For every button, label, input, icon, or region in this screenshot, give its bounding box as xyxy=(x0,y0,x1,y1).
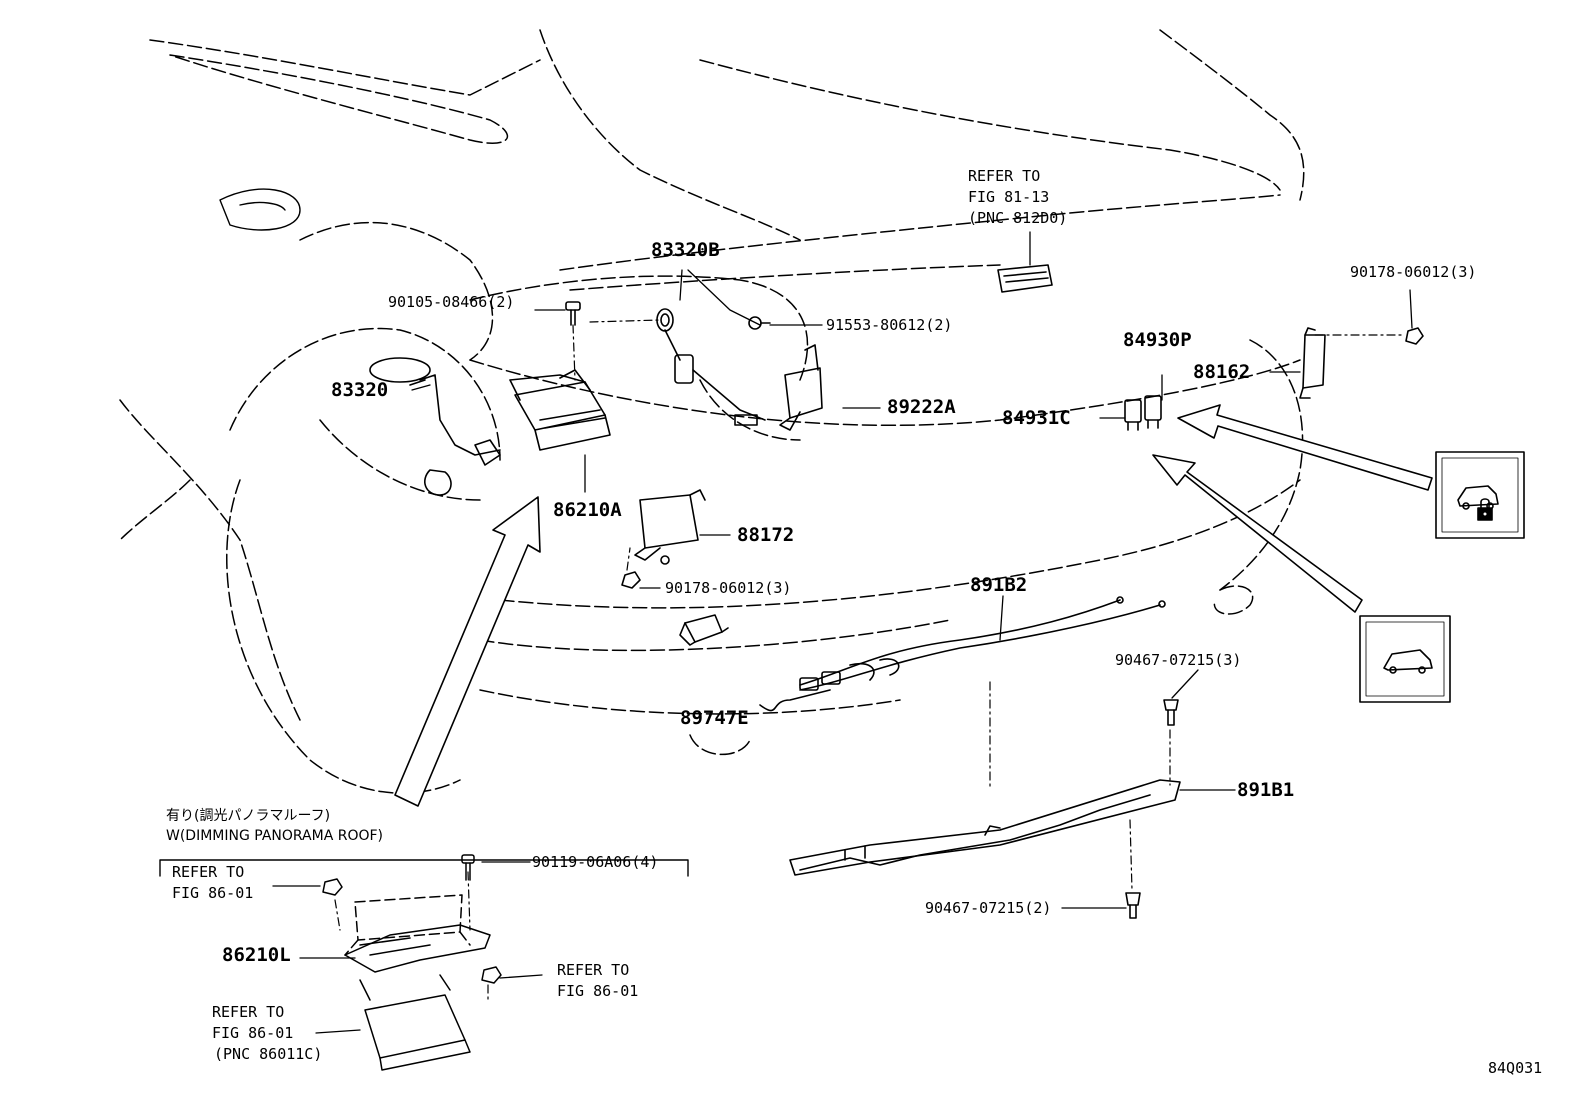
part-83320-shape xyxy=(369,357,501,496)
clip-90467-top-shape xyxy=(1163,699,1179,726)
inset-refer-c-line1: REFER TO xyxy=(212,1003,285,1021)
inset-note-japanese: 有り(調光パノラマルーフ) xyxy=(166,808,331,824)
label-83320: 83320 xyxy=(331,379,389,401)
rear-door-handle xyxy=(219,188,301,231)
view-arrows xyxy=(394,404,1433,807)
nut-90178-right-shape xyxy=(1405,327,1424,345)
part-84930P-84931C-shape xyxy=(1124,395,1162,431)
inset-refer-b-line1: REFER TO xyxy=(557,961,630,979)
label-86210L: 86210L xyxy=(222,944,291,966)
label-90105-08466: 90105-08466(2) xyxy=(388,293,515,311)
label-88162: 88162 xyxy=(1193,361,1251,383)
label-90467-07215-top: 90467-07215(3) xyxy=(1115,651,1242,669)
label-90178-06012-mid: 90178-06012(3) xyxy=(665,579,792,597)
vehicle-icon xyxy=(1359,615,1451,703)
bolt-90105-shape xyxy=(565,301,581,326)
nut-90178-mid-shape xyxy=(621,571,641,589)
label-86210A: 86210A xyxy=(553,499,622,521)
inset-bracket xyxy=(159,859,689,877)
part-88172-shape xyxy=(634,489,706,565)
installation-lines xyxy=(334,319,1406,1001)
label-88172: 88172 xyxy=(737,524,795,546)
refer-top-line2: FIG 81-13 xyxy=(968,188,1050,206)
label-89747E: 89747E xyxy=(680,707,749,729)
part-83320B-shape xyxy=(656,308,766,426)
part-89747E-shape xyxy=(679,614,831,712)
label-891B2: 891B2 xyxy=(970,574,1028,596)
vehicle-lock-icon xyxy=(1435,451,1525,539)
part-88162-shape xyxy=(1299,327,1326,399)
part-812D0-shape xyxy=(997,264,1053,293)
inset-refer-c-line2: FIG 86-01 xyxy=(212,1024,294,1042)
label-83320B: 83320B xyxy=(651,239,720,261)
part-891B1-shape xyxy=(789,779,1181,876)
inset-parts xyxy=(322,854,502,1071)
inset-note-english: W(DIMMING PANORAMA ROOF) xyxy=(166,828,384,844)
clip-90467-bottom-shape xyxy=(1125,892,1141,919)
inset-refer-b-line2: FIG 86-01 xyxy=(557,982,639,1000)
refer-top-line1: REFER TO xyxy=(968,167,1041,185)
label-84931C: 84931C xyxy=(1002,407,1071,429)
part-86210A-shape xyxy=(509,369,611,451)
vehicle-body-outline xyxy=(119,29,1305,794)
label-89222A: 89222A xyxy=(887,396,956,418)
refer-top-line3: (PNC 812D0) xyxy=(968,209,1068,227)
label-91553-80612: 91553-80612(2) xyxy=(826,316,953,334)
part-891B2-shape xyxy=(799,596,1166,691)
label-891B1: 891B1 xyxy=(1237,779,1295,801)
inset-refer-c-line3: (PNC 86011C) xyxy=(214,1045,323,1063)
label-84930P: 84930P xyxy=(1123,329,1192,351)
label-90178-06012-right: 90178-06012(3) xyxy=(1350,263,1477,281)
inset-refer-a-line2: FIG 86-01 xyxy=(172,884,254,902)
leader-lines xyxy=(272,231,1413,1034)
part-89222A-shape xyxy=(748,316,823,431)
figure-code: 84Q031 xyxy=(1488,1059,1543,1077)
label-90467-07215-bottom: 90467-07215(2) xyxy=(925,899,1052,917)
inset-refer-a-line1: REFER TO xyxy=(172,863,245,881)
label-90119-06A06: 90119-06A06(4) xyxy=(532,853,659,871)
